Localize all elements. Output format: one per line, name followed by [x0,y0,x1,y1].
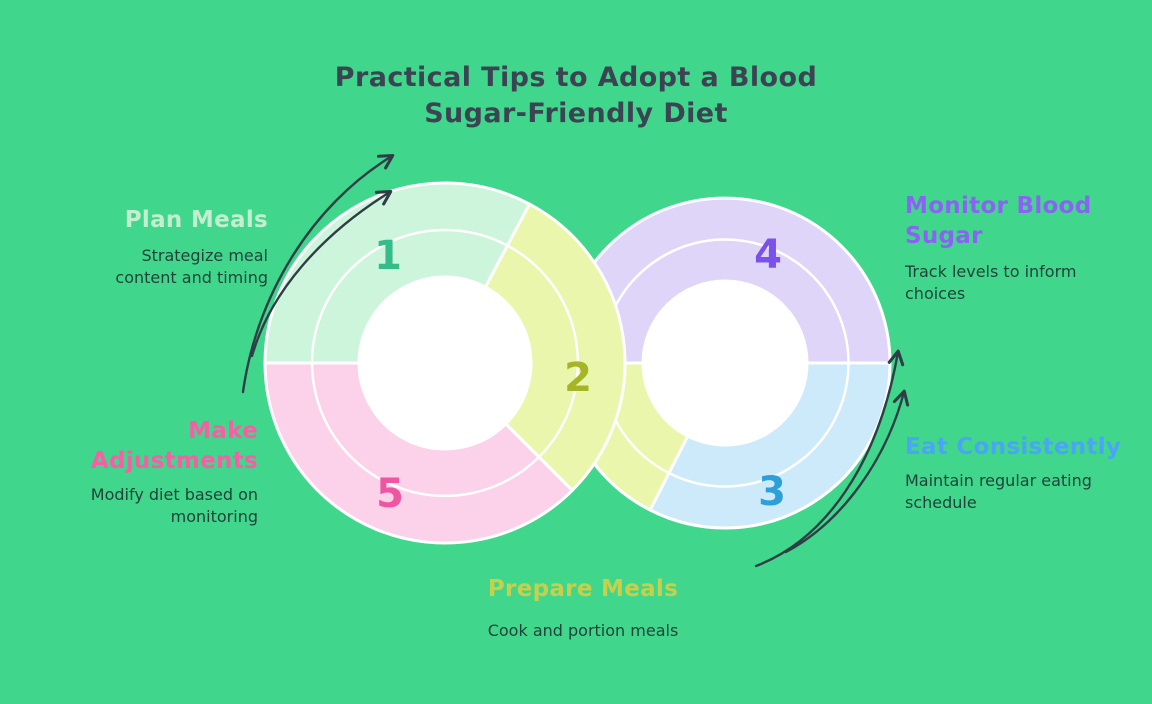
infographic-title: Practical Tips to Adopt a Blood Sugar-Fr… [176,60,976,132]
step-number-4: 4 [754,232,782,278]
segment-prepare-meals-left [483,202,627,492]
step-description-plan-meals: Strategize meal content and timing [115,246,268,287]
step-label-plan-meals: Plan Meals Strategize meal content and t… [78,205,268,289]
step-number-2: 2 [564,355,592,401]
step-description-prepare-meals: Cook and portion meals [487,621,679,640]
step-label-monitor-blood-sugar: Monitor Blood Sugar Track levels to info… [905,191,1115,305]
flow-arrow-1 [241,154,395,394]
step-number-3: 3 [758,469,786,515]
step-name-monitor-blood-sugar: Monitor Blood Sugar [905,193,1092,249]
title-line-1: Practical Tips to Adopt a Blood [334,62,818,93]
segment-divider-make-adjustments [310,362,540,498]
step-name-eat-consistently: Eat Consistently [905,434,1122,460]
step-label-eat-consistently: Eat Consistently Maintain regular eating… [905,432,1140,514]
flow-arrow-3 [754,349,905,568]
step-name-plan-meals: Plan Meals [124,207,268,233]
step-description-make-adjustments: Modify diet based on monitoring [90,485,258,526]
segment-plan-meals [263,181,531,365]
segment-divider-prepare-meals-left [506,244,580,458]
step-description-eat-consistently: Maintain regular eating schedule [905,471,1092,512]
step-label-prepare-meals: Prepare Meals Cook and portion meals [433,574,733,642]
donut-hole-right [643,281,807,445]
step-name-make-adjustments: Make Adjustments [90,418,258,474]
segment-divider-eat-consistently [668,362,850,488]
step-name-prepare-meals: Prepare Meals [487,576,679,602]
title-line-2: Sugar-Friendly Diet [424,98,728,129]
step-label-make-adjustments: Make Adjustments Modify diet based on mo… [63,416,258,528]
step-number-5: 5 [376,471,404,517]
step-description-monitor-blood-sugar: Track levels to inform choices [905,262,1077,303]
flow-arrow-4 [784,389,910,554]
segment-divider-plan-meals [310,228,508,364]
flow-arrow-2 [250,189,393,358]
segment-make-adjustments [263,361,574,545]
step-number-1: 1 [374,233,402,279]
donut-hole-left [359,277,531,449]
